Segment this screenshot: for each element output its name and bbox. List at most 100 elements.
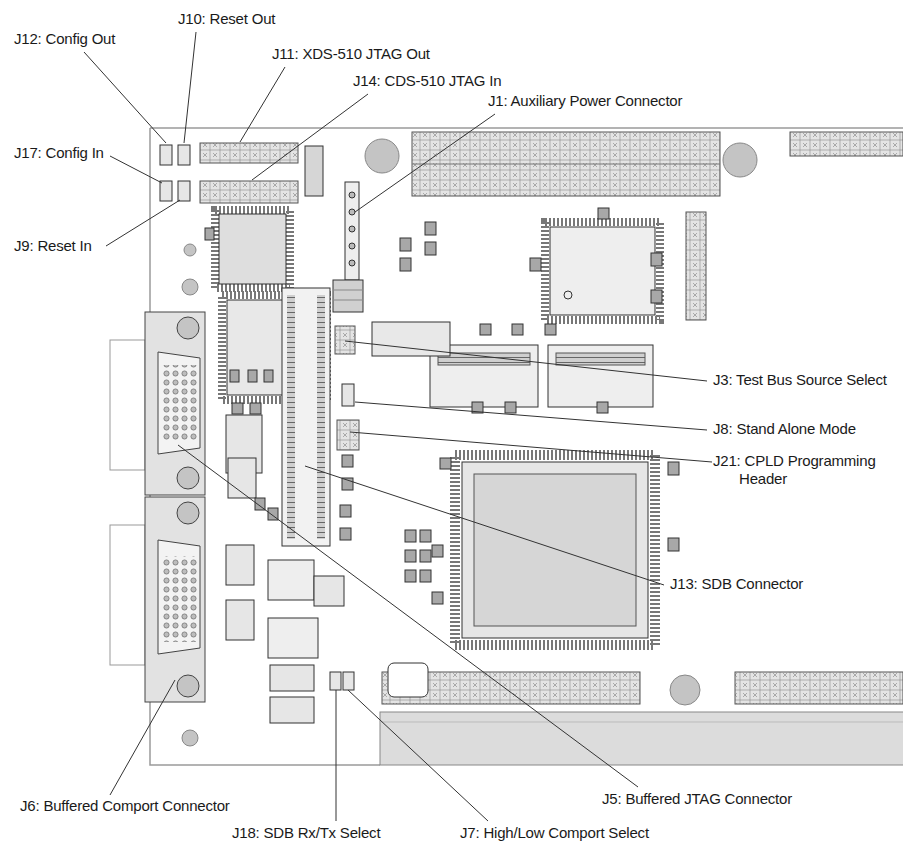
chip bbox=[317, 295, 325, 539]
smd-part bbox=[530, 258, 541, 271]
callout-label: J13: SDB Connector bbox=[670, 575, 803, 593]
smd-part bbox=[405, 570, 416, 582]
callout-label: J17: Config In bbox=[14, 144, 104, 162]
callout-label: J1: Auxiliary Power Connector bbox=[488, 92, 682, 110]
chip bbox=[438, 353, 530, 365]
smd-part bbox=[420, 530, 431, 542]
smd-part bbox=[205, 228, 214, 240]
chip bbox=[215, 210, 290, 288]
chip bbox=[548, 345, 653, 407]
leader-line bbox=[345, 341, 707, 381]
smd-part bbox=[432, 545, 443, 557]
chip bbox=[268, 618, 318, 658]
jumper bbox=[160, 145, 172, 165]
chip bbox=[314, 576, 344, 606]
power-connector bbox=[349, 209, 355, 215]
pin-header bbox=[735, 672, 903, 704]
leader-line bbox=[184, 32, 196, 143]
smd-part bbox=[420, 550, 431, 562]
smd-part bbox=[651, 290, 662, 303]
chip bbox=[545, 222, 660, 320]
pin-header bbox=[337, 420, 359, 450]
smd-part bbox=[405, 550, 416, 562]
chip bbox=[268, 560, 314, 600]
pin-header bbox=[200, 143, 298, 163]
jumper bbox=[178, 181, 190, 201]
power-connector bbox=[349, 192, 355, 198]
chip bbox=[270, 665, 314, 691]
power-connector bbox=[345, 182, 359, 280]
callout-label: J14: CDS-510 JTAG In bbox=[353, 72, 501, 90]
power-connector bbox=[305, 146, 363, 312]
mounting-hole bbox=[182, 279, 198, 295]
smd-part bbox=[342, 455, 353, 467]
edge-connector bbox=[380, 722, 903, 723]
power-connector bbox=[349, 243, 355, 249]
smd-part bbox=[505, 402, 516, 413]
mounting-hole bbox=[670, 675, 700, 705]
mounting-hole bbox=[184, 244, 196, 256]
chip bbox=[564, 291, 572, 299]
dsub-connector bbox=[145, 312, 205, 495]
pin-header bbox=[686, 212, 706, 320]
jumper bbox=[160, 181, 172, 201]
leader-line bbox=[305, 466, 664, 585]
leader-line bbox=[178, 445, 638, 787]
callout-label: J10: Reset Out bbox=[178, 10, 275, 28]
smd-part bbox=[598, 208, 609, 219]
smd-part bbox=[400, 258, 411, 271]
chip bbox=[550, 227, 655, 315]
callout-label: J12: Config Out bbox=[14, 30, 115, 48]
dsub-connector bbox=[177, 317, 199, 339]
pin-header bbox=[412, 164, 720, 165]
dsub-connector bbox=[177, 467, 199, 489]
pin-header bbox=[790, 132, 903, 156]
jumper bbox=[178, 145, 190, 165]
leader-line bbox=[106, 200, 180, 246]
smd-part bbox=[264, 370, 273, 382]
smd-part bbox=[651, 253, 662, 266]
chip bbox=[474, 474, 636, 626]
leader-line bbox=[348, 690, 488, 821]
leader-line bbox=[240, 67, 285, 142]
chip bbox=[455, 455, 655, 645]
dsub-connector bbox=[177, 502, 199, 524]
power-connector bbox=[349, 260, 355, 266]
pin-header bbox=[335, 326, 355, 354]
dsub-connector bbox=[110, 525, 145, 665]
edge-connector bbox=[380, 712, 903, 765]
smd-part bbox=[425, 242, 436, 255]
smd-part bbox=[512, 324, 523, 335]
leader-line bbox=[336, 690, 337, 821]
smd-part bbox=[250, 403, 261, 414]
board-outline bbox=[150, 128, 903, 765]
leader-line bbox=[355, 402, 707, 430]
dsub-connector bbox=[110, 340, 145, 470]
chip bbox=[462, 462, 648, 638]
callout-label: J18: SDB Rx/Tx Select bbox=[232, 824, 380, 842]
chip bbox=[270, 697, 314, 723]
jumper bbox=[160, 145, 354, 690]
mounting-hole bbox=[182, 730, 198, 746]
callout-label: J9: Reset In bbox=[14, 237, 92, 255]
dsub-connector bbox=[158, 540, 200, 654]
smd-part bbox=[420, 570, 431, 582]
chip bbox=[226, 545, 254, 585]
chip bbox=[556, 353, 645, 365]
smd-part bbox=[668, 462, 679, 475]
dsub-connector bbox=[110, 312, 205, 702]
leader-line bbox=[84, 32, 712, 821]
dsub-connector bbox=[158, 352, 200, 454]
edge-connector bbox=[380, 712, 903, 765]
callout-label: J8: Stand Alone Mode bbox=[713, 420, 856, 438]
smd-part bbox=[340, 528, 351, 540]
smd-part bbox=[668, 538, 679, 551]
callout-label: J11: XDS-510 JTAG Out bbox=[272, 45, 430, 63]
pin-header bbox=[200, 132, 903, 704]
jumper bbox=[330, 672, 341, 690]
jumper bbox=[343, 672, 354, 690]
power-connector bbox=[333, 290, 363, 300]
mounting-hole bbox=[365, 139, 399, 173]
leader-line bbox=[350, 432, 712, 462]
